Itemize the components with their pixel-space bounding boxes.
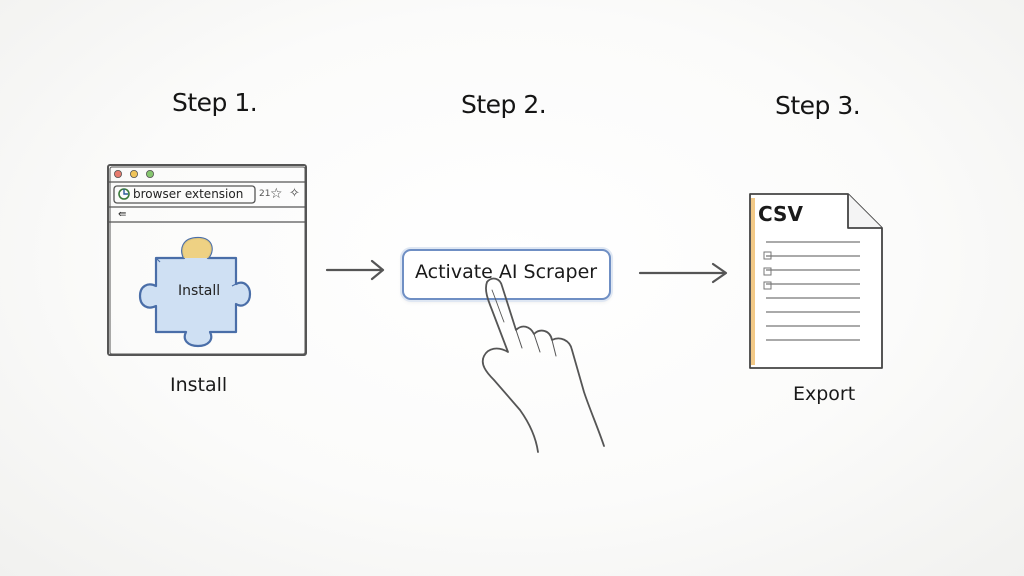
- url-extra: 21: [259, 189, 271, 199]
- star-icon: ☆: [270, 186, 283, 202]
- sparkle-icon: ✧: [289, 186, 300, 201]
- step-1-caption: Install: [170, 374, 228, 396]
- step-1-title: Step 1.: [172, 88, 258, 117]
- puzzle-label: Install: [178, 283, 221, 299]
- back-icon: ⇚: [118, 209, 127, 220]
- site-icon: [117, 187, 131, 201]
- csv-label: CSV: [758, 202, 803, 226]
- step-3-title: Step 3.: [775, 91, 861, 120]
- step-2-title: Step 2.: [461, 90, 547, 119]
- url-text: browser extension: [133, 187, 244, 201]
- step-3-caption: Export: [793, 383, 856, 405]
- activate-button-label: Activate AI Scraper: [415, 261, 598, 283]
- activate-ai-scraper-button[interactable]: Activate AI Scraper: [402, 249, 611, 300]
- puzzle-piece-icon: [138, 228, 252, 348]
